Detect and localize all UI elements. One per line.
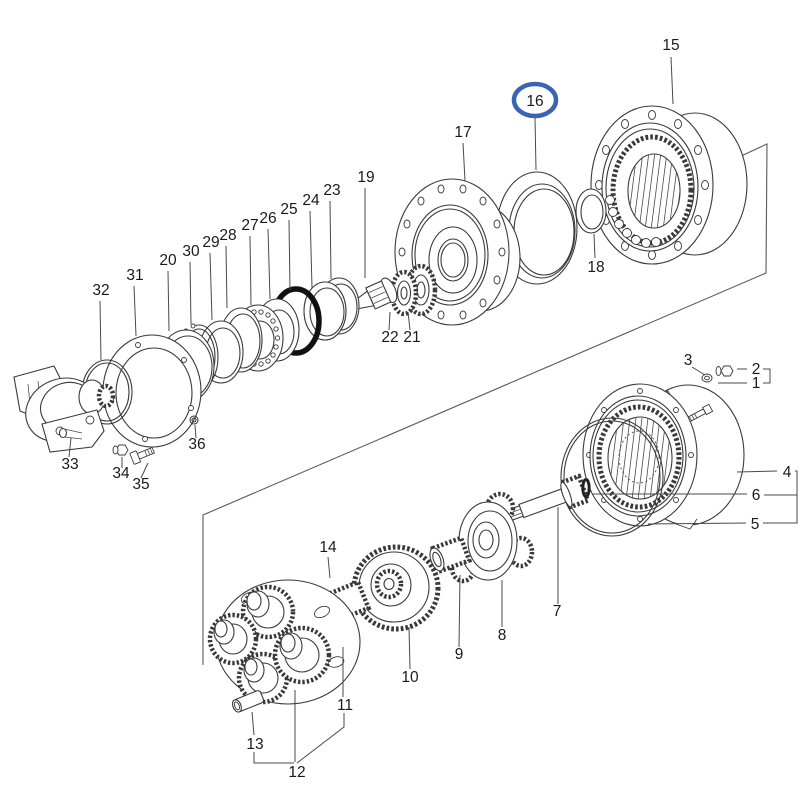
callout-14[interactable]: 14 [319, 539, 337, 556]
callout-1[interactable]: 1 [752, 375, 761, 392]
roller-bearing-rollers [605, 195, 661, 248]
callout-11[interactable]: 11 [337, 697, 353, 714]
part-15-gearbox-housing [590, 105, 748, 265]
callout-36[interactable]: 36 [188, 436, 205, 453]
part-5-o-ring [560, 417, 664, 537]
planet-gear [207, 612, 259, 666]
callout-17[interactable]: 17 [454, 124, 471, 141]
part-34-plug [112, 444, 129, 456]
callout-9[interactable]: 9 [455, 646, 464, 663]
part-3-washer [701, 373, 713, 383]
part-6-stop-ring [581, 478, 591, 498]
callout-15[interactable]: 15 [662, 37, 679, 54]
callout-23[interactable]: 23 [323, 182, 340, 199]
part-22-gear [389, 269, 419, 317]
part-35-bolt [129, 446, 155, 465]
callout-18[interactable]: 18 [587, 259, 604, 276]
callout-5[interactable]: 5 [751, 516, 760, 533]
callout-7[interactable]: 7 [553, 603, 562, 620]
callout-13[interactable]: 13 [246, 736, 263, 753]
part-33-motor [13, 365, 116, 453]
part-10-gear [351, 544, 441, 632]
callout-31[interactable]: 31 [126, 267, 143, 284]
callout-3[interactable]: 3 [684, 352, 693, 369]
callout-34[interactable]: 34 [112, 465, 130, 482]
callout-12[interactable]: 12 [288, 764, 305, 781]
planet-gear [272, 625, 332, 685]
callout-27[interactable]: 27 [241, 217, 258, 234]
callout-2[interactable]: 2 [752, 361, 761, 378]
part-7-shaft [505, 473, 591, 522]
part-8-planet-gear-assembly [449, 491, 535, 584]
highlight-ellipse-part-16 [511, 81, 559, 119]
callout-28[interactable]: 28 [219, 227, 236, 244]
part-9-spline-bushing [429, 535, 473, 574]
callout-25[interactable]: 25 [280, 201, 297, 218]
callout-30[interactable]: 30 [182, 243, 200, 260]
callout-21[interactable]: 21 [403, 329, 420, 346]
part-31-ring-plate [102, 334, 202, 448]
part-12-planet-carrier [207, 579, 361, 705]
callout-19[interactable]: 19 [357, 169, 374, 186]
callout-24[interactable]: 24 [302, 192, 320, 209]
planet-gear [240, 584, 296, 640]
part-18-seal-ring [575, 188, 607, 234]
callout-8[interactable]: 8 [498, 627, 507, 644]
part-4-ring-gear-housing [582, 383, 745, 530]
callout-22[interactable]: 22 [381, 329, 398, 346]
part-36-o-ring [189, 415, 199, 425]
part-2-plug [715, 365, 734, 377]
callout-10[interactable]: 10 [401, 669, 419, 686]
callout-6[interactable]: 6 [752, 487, 761, 504]
callout-16[interactable]: 16 [526, 93, 543, 110]
callout-33[interactable]: 33 [61, 456, 78, 473]
callout-35[interactable]: 35 [132, 476, 149, 493]
callout-4[interactable]: 4 [783, 464, 792, 481]
part-13-pin [231, 690, 265, 713]
callout-leader-lines [68, 56, 798, 764]
divider-panel-line [202, 143, 768, 665]
housing-bolt [686, 403, 714, 423]
callout-29[interactable]: 29 [202, 234, 219, 251]
callout-labels: 1 2 3 4 5 6 7 8 9 10 11 12 13 14 15 16 1… [61, 37, 791, 781]
callout-26[interactable]: 26 [259, 210, 276, 227]
part-24-ring [303, 281, 347, 341]
callout-20[interactable]: 20 [159, 252, 177, 269]
callout-32[interactable]: 32 [92, 282, 109, 299]
